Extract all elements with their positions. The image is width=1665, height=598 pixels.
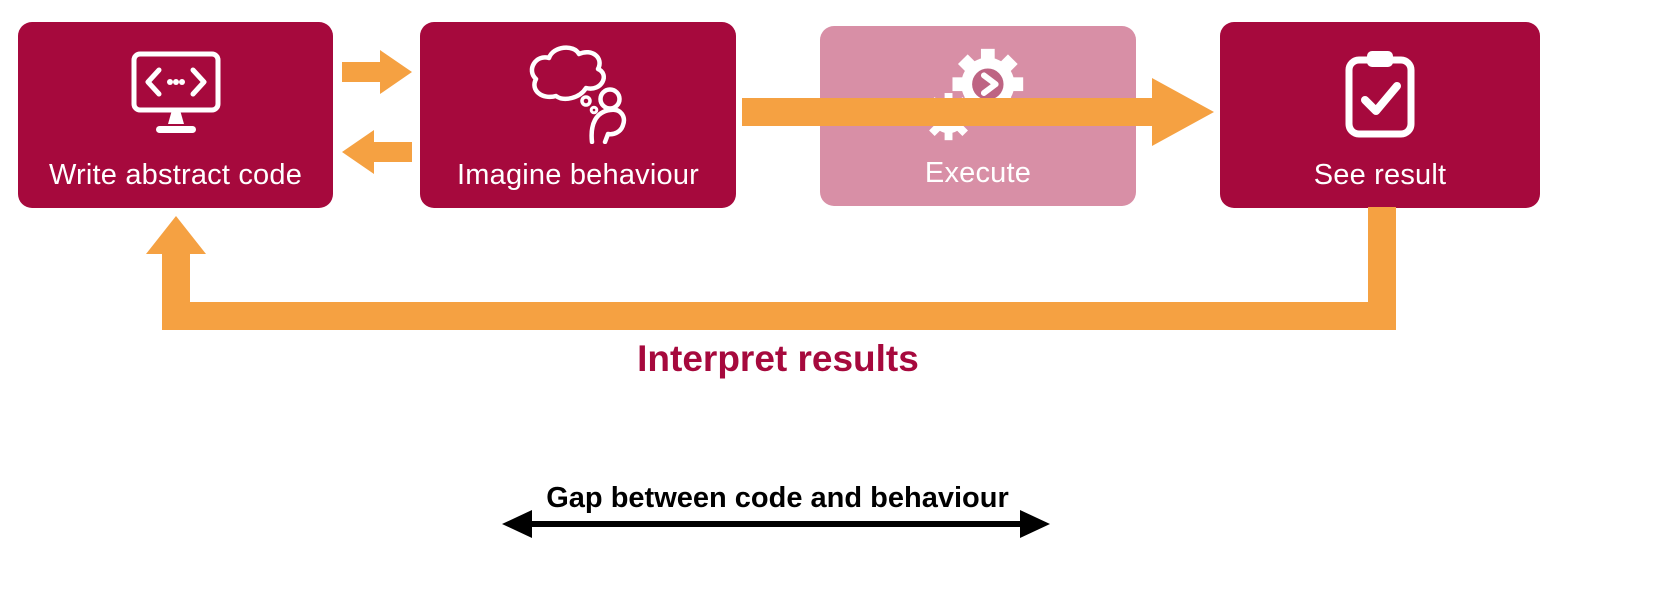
loop-arrow-left-segment (162, 250, 190, 308)
arrow-right-icon (342, 50, 412, 94)
step-box-imagine-behaviour: Imagine behaviour (420, 22, 736, 208)
step-label: Write abstract code (48, 159, 303, 191)
loop-arrow-horizontal-segment (162, 302, 1396, 330)
arrow-left-icon (342, 130, 412, 174)
gap-label: Gap between code and behaviour (546, 482, 1009, 514)
step-label: Imagine behaviour (457, 159, 699, 191)
gap-double-arrow-icon (502, 510, 1050, 538)
step-label: See result (1313, 159, 1447, 191)
code-monitor-icon (126, 28, 226, 159)
step-label: Execute (924, 157, 1032, 189)
execute-flow-arrow-icon (742, 78, 1214, 146)
loop-arrow-up-head-icon (146, 216, 206, 254)
step-box-see-result: See result (1220, 22, 1540, 208)
interpret-results-label: Interpret results (637, 338, 919, 379)
step-box-write-abstract-code: Write abstract code (18, 22, 333, 208)
clipboard-check-icon (1341, 28, 1419, 159)
thinking-person-icon (522, 28, 634, 159)
